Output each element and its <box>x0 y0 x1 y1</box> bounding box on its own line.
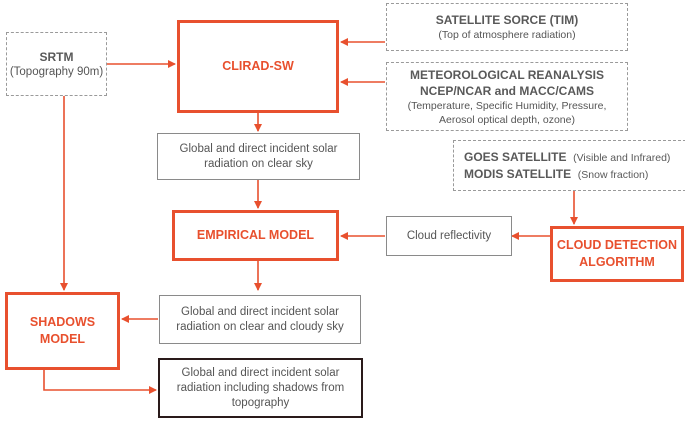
empirical-model-box: EMPIRICAL MODEL <box>172 210 339 261</box>
cloud-reflectivity-box: Cloud reflectivity <box>386 216 512 256</box>
clirad-sw-box: CLIRAD-SW <box>177 20 339 113</box>
goes-line: GOES SATELLITE (Visible and Infrared) <box>464 149 670 166</box>
satellite-sorce-box: SATELLITE SORCE (TIM) (Top of atmosphere… <box>386 3 628 51</box>
clear-cloudy-line-1: Global and direct incident solar <box>181 305 339 318</box>
srtm-subtitle: (Topography 90m) <box>9 65 104 78</box>
goes-modis-box: GOES SATELLITE (Visible and Infrared) MO… <box>453 140 685 191</box>
modis-detail: (Snow fraction) <box>577 168 649 181</box>
reanalysis-detail-2: Aerosol optical depth, ozone) <box>438 113 575 126</box>
clirad-sw-label: CLIRAD-SW <box>222 59 294 73</box>
clear-cloudy-radiation-box: Global and direct incident solar radiati… <box>159 295 361 344</box>
reanalysis-title-2: NCEP/NCAR and MACC/CAMS <box>420 83 594 98</box>
clear-sky-radiation-box: Global and direct incident solar radiati… <box>157 133 360 180</box>
clear-cloudy-line-2: radiation on clear and cloudy sky <box>176 320 344 333</box>
cloud-detection-line-1: CLOUD DETECTION <box>556 238 678 252</box>
modis-title: MODIS SATELLITE <box>464 166 572 181</box>
cloud-detection-line-2: ALGORITHM <box>579 255 655 269</box>
satellite-sorce-title: SATELLITE SORCE (TIM) <box>435 13 579 27</box>
final-line-2: radiation including shadows from <box>176 381 345 394</box>
goes-title: GOES SATELLITE <box>464 149 567 164</box>
shadows-model-box: SHADOWS MODEL <box>5 292 120 370</box>
final-radiation-box: Global and direct incident solar radiati… <box>158 358 363 418</box>
final-line-3: topography <box>231 396 290 409</box>
final-line-1: Global and direct incident solar <box>181 366 340 379</box>
satellite-sorce-subtitle: (Top of atmosphere radiation) <box>438 29 576 41</box>
srtm-box: SRTM (Topography 90m) <box>6 32 107 96</box>
shadows-model-line-2: MODEL <box>39 332 86 346</box>
clear-sky-line-1: Global and direct incident solar <box>179 142 338 155</box>
modis-line: MODIS SATELLITE (Snow fraction) <box>464 166 648 183</box>
srtm-title: SRTM <box>39 49 74 64</box>
reanalysis-box: METEOROLOGICAL REANALYSIS NCEP/NCAR and … <box>386 62 628 131</box>
clear-sky-line-2: radiation on clear sky <box>204 157 313 170</box>
reanalysis-detail-1: (Temperature, Specific Humidity, Pressur… <box>407 99 607 112</box>
arrow-shadows-to-final <box>43 370 157 394</box>
cloud-detection-box: CLOUD DETECTION ALGORITHM <box>550 226 684 282</box>
shadows-model-line-1: SHADOWS <box>29 315 96 329</box>
reanalysis-title-1: METEOROLOGICAL REANALYSIS <box>409 67 605 82</box>
cloud-reflectivity-label: Cloud reflectivity <box>406 229 492 242</box>
goes-detail: (Visible and Infrared) <box>573 151 671 164</box>
empirical-model-label: EMPIRICAL MODEL <box>196 228 315 242</box>
